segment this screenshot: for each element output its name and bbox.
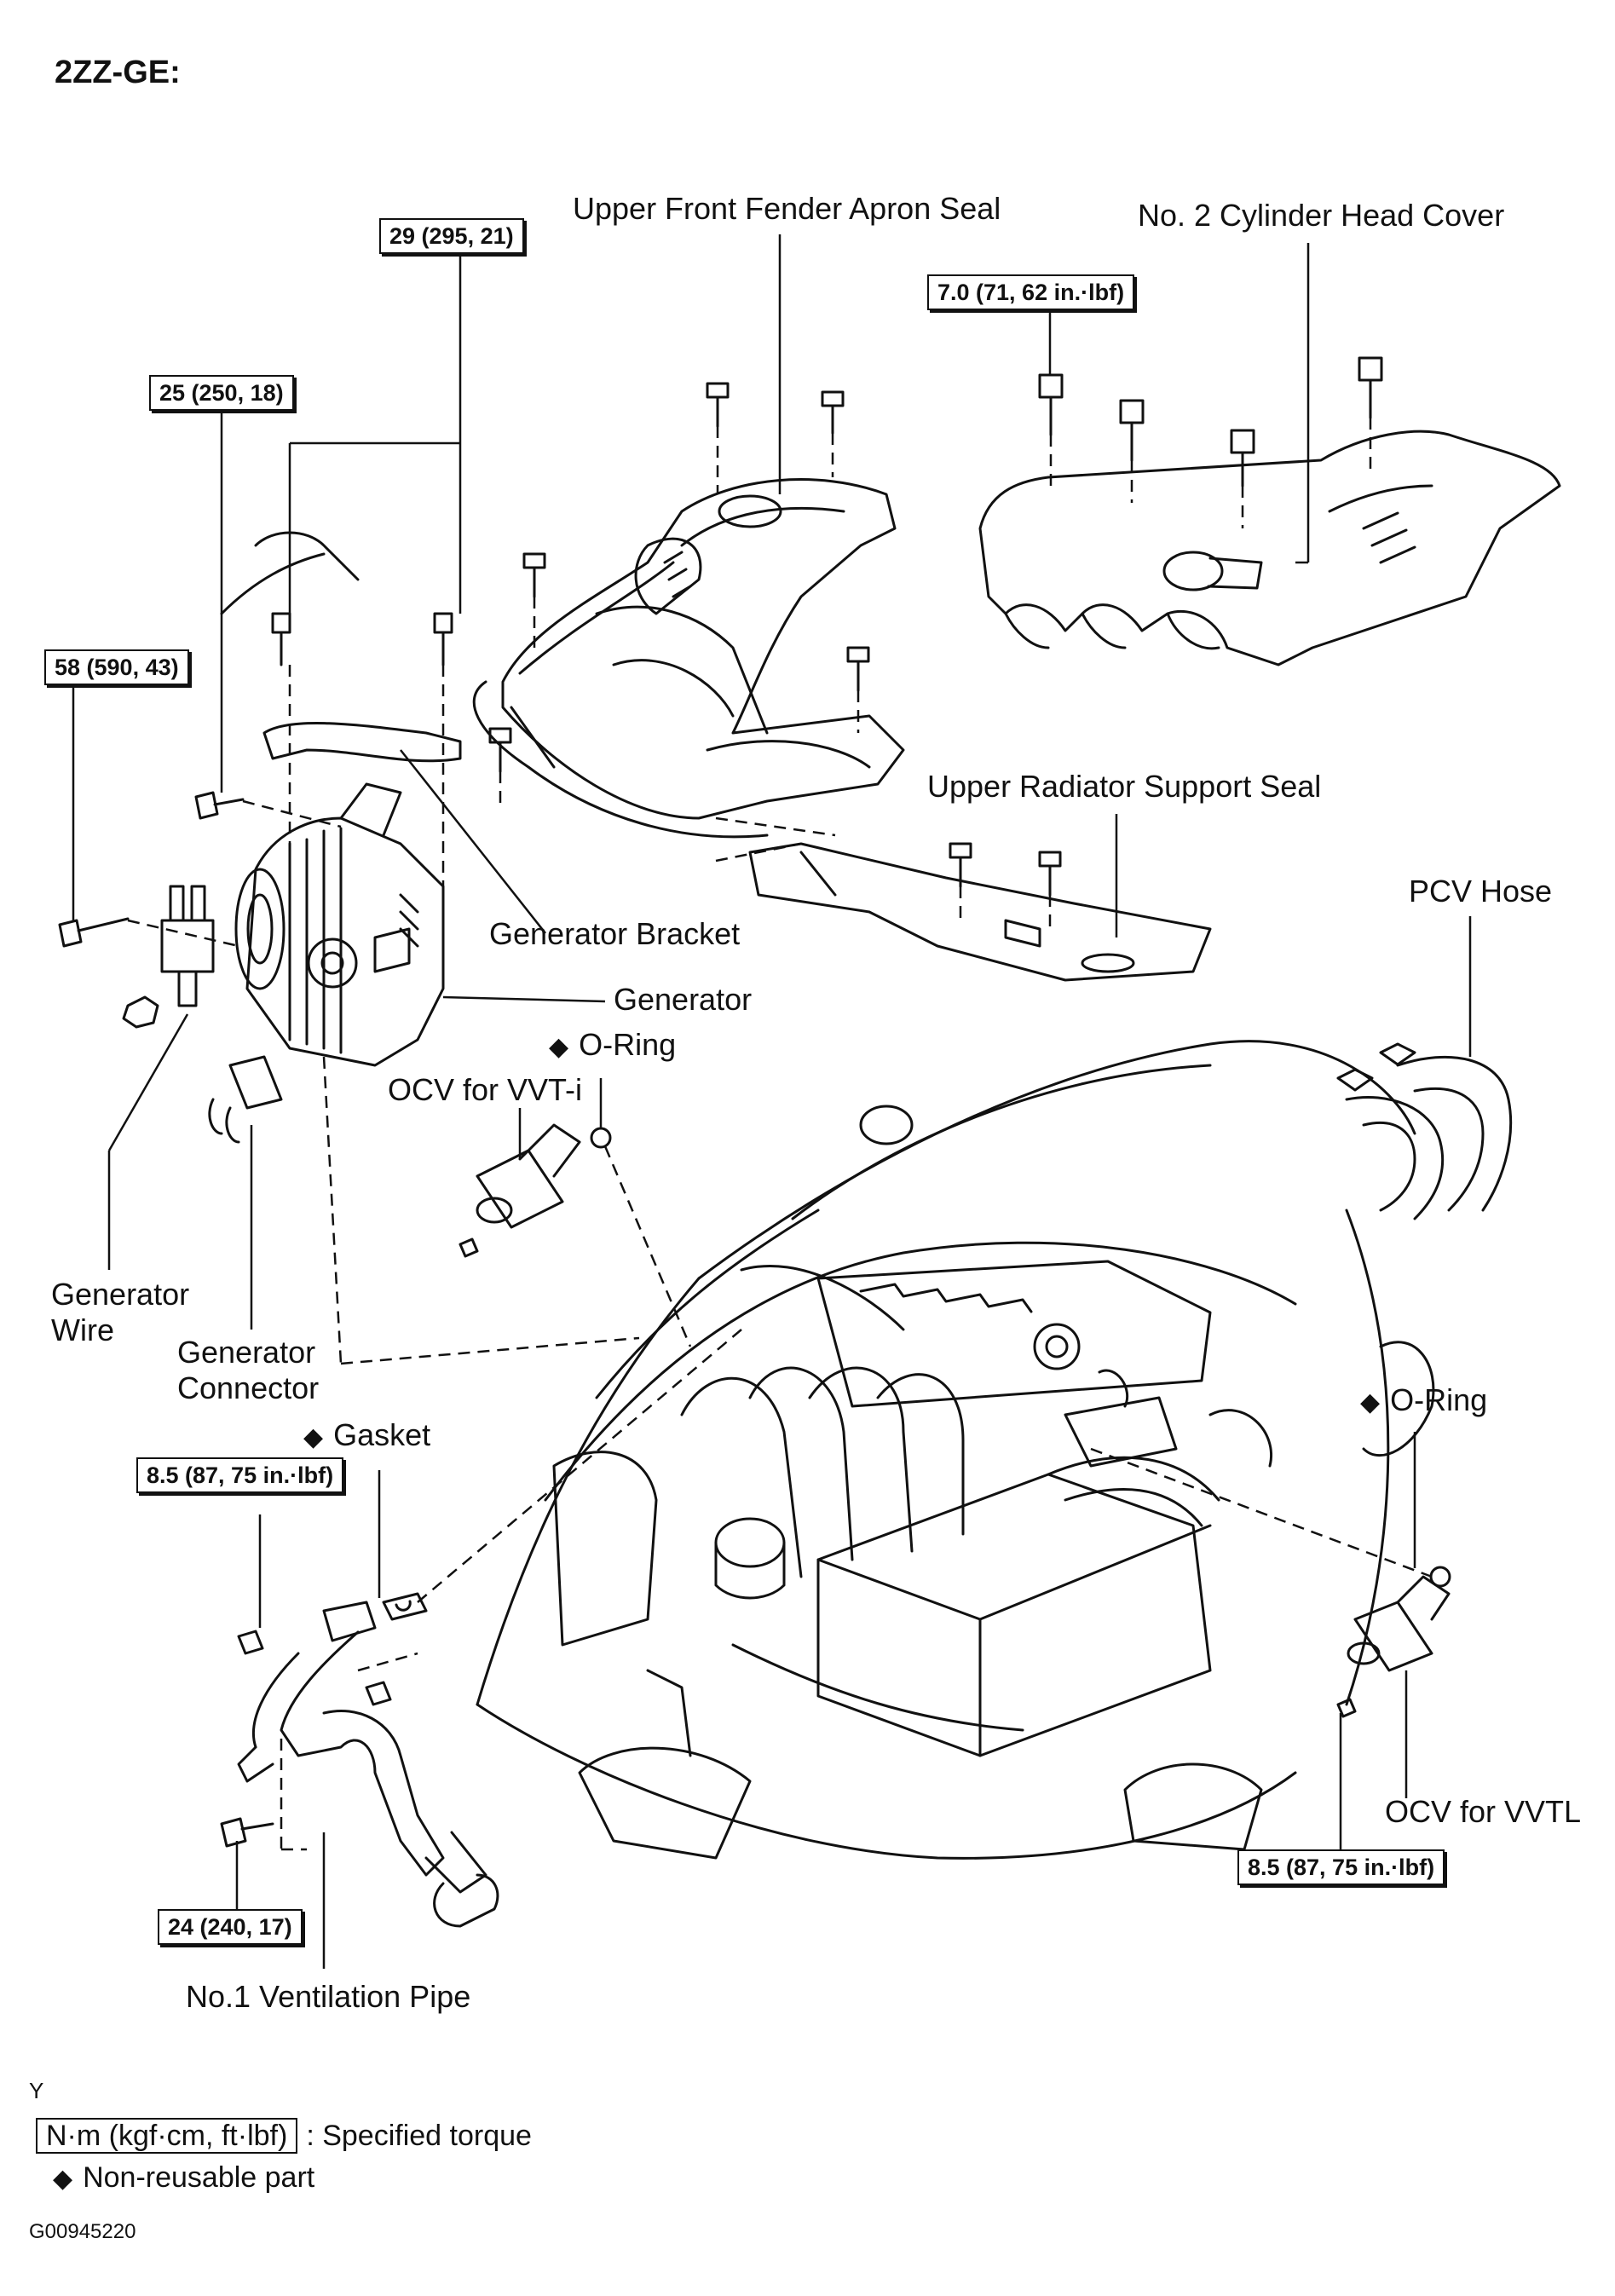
legend-torque-unit-box: N·m (kgf·cm, ft·lbf)	[36, 2118, 298, 2154]
torque-box-29: 29 (295, 21)	[379, 218, 524, 254]
figure-id: G00945220	[29, 2220, 136, 2243]
torque-box-8-5-right: 8.5 (87, 75 in.·lbf)	[1237, 1849, 1445, 1885]
ocv-vvtl-illustration	[1336, 1575, 1451, 1718]
torque-box-8-5-left: 8.5 (87, 75 in.·lbf)	[136, 1457, 344, 1493]
label-generator-bracket: Generator Bracket	[489, 916, 741, 951]
oring-1-shape	[590, 1127, 612, 1149]
bolt-58-shape	[58, 917, 130, 948]
legend-non-reusable: ◆ Non-reusable part	[53, 2159, 314, 2198]
ventilation-pipe-illustration	[220, 1601, 499, 1928]
corner-mark: Y	[29, 2078, 44, 2103]
bolt-29b-shape	[433, 612, 453, 666]
label-upper-front-fender-apron-seal: Upper Front Fender Apron Seal	[573, 191, 1001, 226]
non-reusable-diamond-icon: ◆	[303, 1423, 324, 1451]
label-no2-cylinder-head-cover: No. 2 Cylinder Head Cover	[1138, 198, 1505, 233]
label-generator-wire-line1: Generator	[51, 1277, 190, 1312]
label-generator-connector-line2: Connector	[177, 1370, 320, 1405]
bolt-29a-shape	[271, 612, 291, 666]
engine-cover-illustration	[472, 478, 905, 839]
label-oring-1: ◆O-Ring	[549, 1027, 677, 1062]
torque-box-25: 25 (250, 18)	[149, 375, 294, 411]
label-upper-radiator-support-seal: Upper Radiator Support Seal	[927, 769, 1322, 804]
non-reusable-diamond-icon: ◆	[53, 2165, 73, 2193]
gasket-shape	[382, 1592, 428, 1621]
label-no1-ventilation-pipe: No.1 Ventilation Pipe	[186, 1979, 471, 2014]
label-generator-wire-line2: Wire	[51, 1312, 114, 1347]
head-cover-illustration	[978, 430, 1561, 666]
generator-wire-illustration	[122, 885, 215, 1029]
label-oring-2: ◆O-Ring	[1360, 1382, 1488, 1417]
label-ocv-vvti: OCV for VVT-i	[388, 1072, 583, 1107]
generator-connector-shape	[208, 1055, 283, 1144]
assembly-lines	[127, 418, 1433, 1851]
harness-shape	[254, 531, 360, 581]
legend-non-reusable-desc: Non-reusable part	[83, 2161, 315, 2194]
page-title: 2ZZ-GE:	[55, 55, 181, 90]
label-gasket: ◆Gasket	[303, 1417, 431, 1452]
torque-box-24: 24 (240, 17)	[158, 1909, 303, 1945]
label-generator-connector-line1: Generator	[177, 1335, 316, 1370]
label-generator: Generator	[614, 982, 753, 1017]
generator-illustration	[234, 782, 445, 1067]
legend-torque: N·m (kgf·cm, ft·lbf): Specified torque	[36, 2117, 532, 2155]
pcv-hose-illustration	[1336, 1042, 1513, 1220]
legend-torque-desc: : Specified torque	[306, 2120, 532, 2152]
label-ocv-vvtl: OCV for VVTL	[1385, 1794, 1582, 1829]
generator-bracket-shape	[262, 721, 462, 763]
radiator-seal-illustration	[748, 842, 1212, 982]
torque-box-58: 58 (590, 43)	[44, 649, 189, 685]
non-reusable-diamond-icon: ◆	[549, 1033, 569, 1061]
bolt-25-shape	[194, 791, 245, 820]
torque-box-7: 7.0 (71, 62 in.·lbf)	[927, 274, 1135, 310]
label-pcv-hose: PCV Hose	[1409, 874, 1553, 909]
ocv-vvti-illustration	[459, 1123, 581, 1258]
engine-bay-illustration	[476, 1040, 1435, 1860]
oring-2-shape	[1429, 1566, 1451, 1588]
non-reusable-diamond-icon: ◆	[1360, 1388, 1381, 1416]
leader-lines	[72, 234, 1472, 1969]
